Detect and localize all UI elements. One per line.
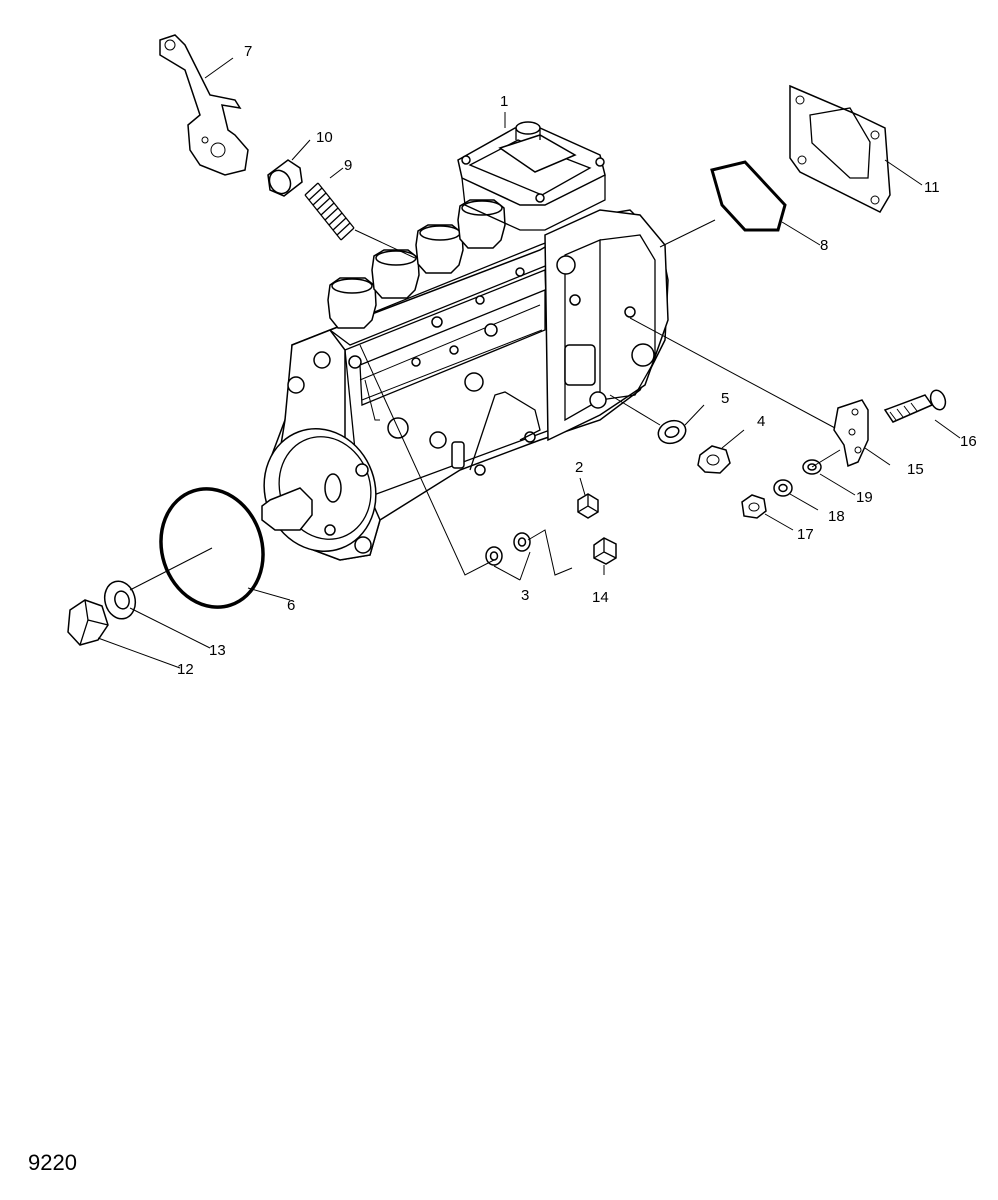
callout-4: 4 [757, 413, 765, 430]
washers-3 [485, 532, 531, 566]
delivery-valve-holder-4 [457, 199, 506, 249]
cover-o-ring [710, 160, 787, 232]
callout-3: 3 [521, 587, 529, 604]
washer-13 [103, 580, 137, 620]
callout-2: 2 [575, 459, 583, 476]
sealing-washer-5 [657, 419, 687, 445]
callout-12: 12 [177, 661, 194, 678]
callout-10: 10 [316, 129, 333, 146]
bolt-16 [883, 389, 947, 423]
figure-number: 9220 [28, 1150, 77, 1175]
callout-18: 18 [828, 508, 845, 525]
bolt-2 [577, 493, 599, 519]
hex-nut-12 [67, 599, 109, 646]
bolt-14 [593, 537, 617, 565]
callout-16: 16 [960, 433, 977, 450]
governor-cover [457, 121, 606, 231]
delivery-valve-holder-3 [415, 224, 464, 274]
callout-7: 7 [244, 43, 252, 60]
spring [304, 182, 355, 241]
collar [267, 159, 303, 197]
callout-8: 8 [820, 237, 828, 254]
flange-o-ring [159, 487, 265, 609]
callout-14: 14 [592, 589, 609, 606]
callout-1: 1 [500, 93, 508, 110]
callout-9: 9 [344, 157, 352, 174]
callout-15: 15 [907, 461, 924, 478]
bracket-15 [833, 399, 869, 468]
callout-17: 17 [797, 526, 814, 543]
callout-6: 6 [287, 597, 295, 614]
drive-hub [261, 428, 377, 552]
delivery-valve-holders [327, 199, 506, 329]
washer-18 [773, 479, 793, 497]
stop-lever [159, 34, 249, 176]
callout-13: 13 [209, 642, 226, 659]
delivery-valve-holder-2 [371, 249, 420, 299]
nut-17 [741, 494, 767, 519]
callout-labels: 1 2 3 4 5 6 7 8 9 10 11 12 13 14 15 16 1… [177, 43, 977, 678]
nut-4 [697, 445, 731, 474]
gasket-plate [789, 84, 891, 213]
callout-19: 19 [856, 489, 873, 506]
delivery-valve-holder-1 [327, 277, 377, 329]
callout-11: 11 [924, 179, 940, 196]
leader-lines [97, 57, 961, 669]
callout-5: 5 [721, 390, 729, 407]
